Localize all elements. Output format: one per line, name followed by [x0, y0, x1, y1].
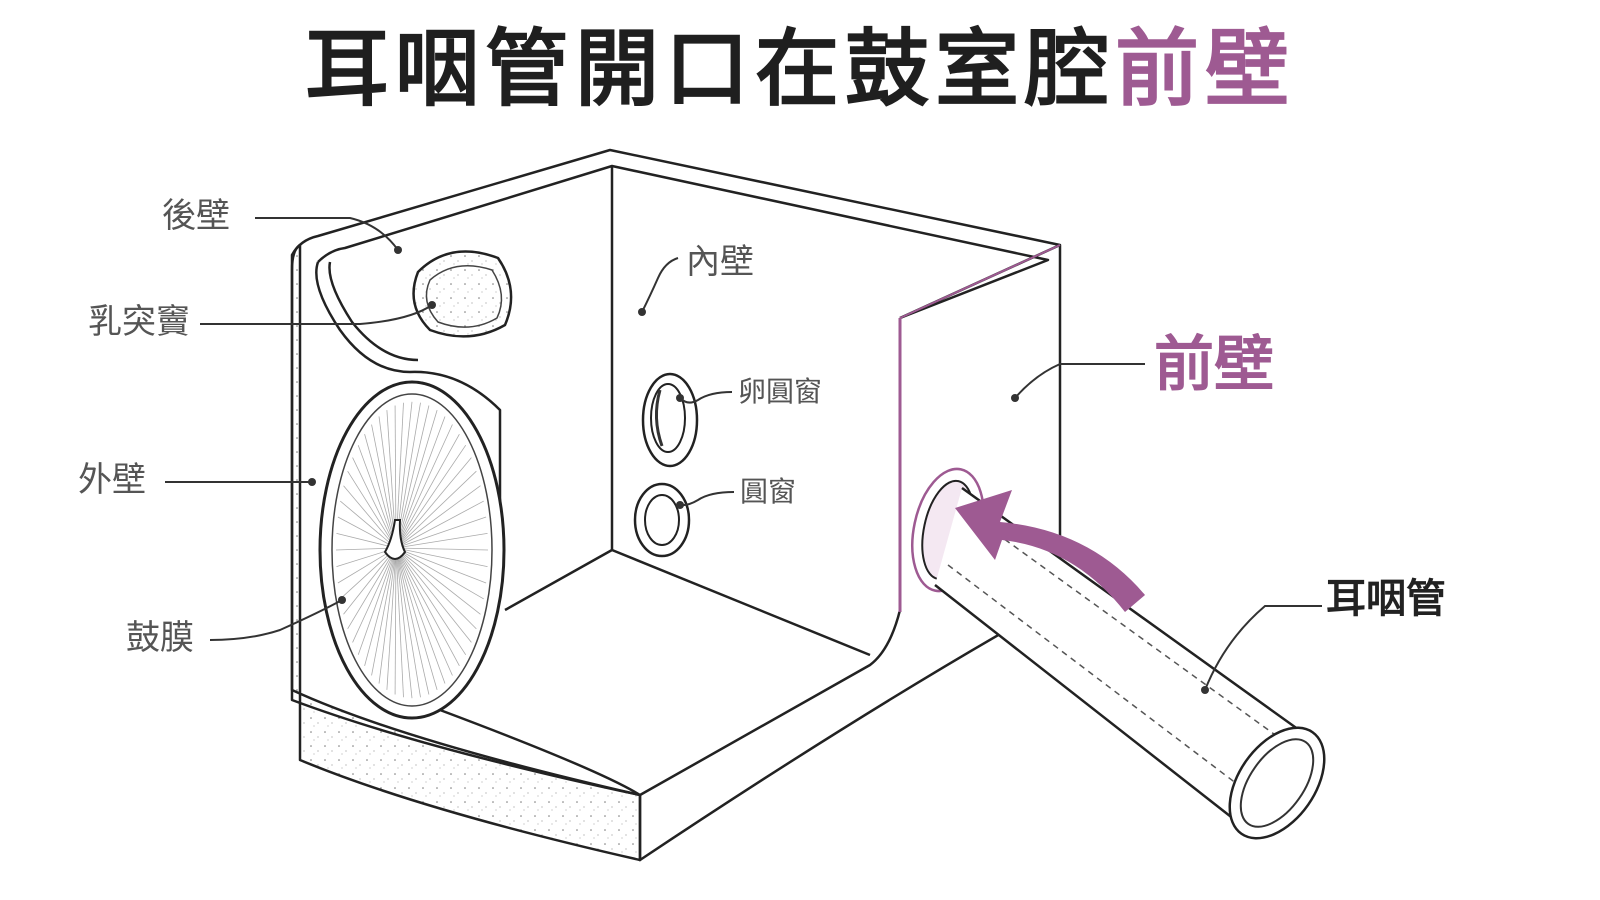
label-round-window: 圓窗 [740, 475, 797, 508]
membrane-fibre [394, 547, 397, 695]
membrane-fibre [343, 547, 397, 615]
membrane-fibre [395, 547, 430, 695]
flow-arrow [955, 490, 1145, 612]
membrane-fibre [395, 547, 472, 643]
inner-rim [317, 164, 1050, 320]
lateral-inner-contour-2 [328, 261, 419, 362]
membrane-fibre [371, 424, 397, 549]
membrane-fibre [347, 547, 397, 630]
leader-anterior-wall [1011, 363, 1145, 402]
membrane-fibre [395, 547, 421, 698]
membrane-fibre [347, 470, 397, 549]
membrane-fibre [395, 416, 446, 549]
membrane-fibre [378, 547, 397, 684]
membrane-fibre [339, 547, 397, 600]
membrane-fibre [395, 444, 467, 549]
membrane-fibre [395, 457, 472, 549]
membrane-fibre [395, 547, 413, 699]
membrane-fibre [336, 533, 397, 549]
leader-round-window [676, 491, 735, 509]
membrane-fibre [395, 547, 481, 615]
oval-window [641, 372, 699, 468]
membrane-fibre [395, 485, 481, 549]
membrane-fibre [395, 547, 460, 667]
lateral-inner-contour [315, 261, 641, 797]
membrane-fibre [395, 547, 438, 690]
membrane-fibre [395, 405, 430, 549]
label-mastoid-antrum: 乳突竇 [88, 302, 190, 342]
eustachian-tube [934, 486, 1326, 840]
membrane-fibre [395, 533, 488, 549]
label-oval-window: 卵圓窗 [738, 375, 823, 408]
leader-lines [165, 217, 1322, 694]
tympanic-membrane [318, 380, 506, 720]
membrane-fibre [352, 457, 397, 549]
membrane-fibre [395, 547, 404, 698]
membrane-fibre [395, 547, 467, 656]
title-accent: 前壁 [1115, 20, 1296, 118]
membrane-fibre [357, 445, 397, 549]
label-eustachian-tube: 耳咽管 [1326, 576, 1446, 622]
membrane-fibre [395, 470, 477, 549]
mastoid-antrum-opening [412, 250, 513, 338]
leader-eustachian-tube [1201, 605, 1322, 694]
membrane-fibre [395, 547, 488, 567]
membrane-fibre [357, 547, 397, 655]
leader-mastoid-antrum [200, 301, 436, 325]
membrane-fibre [395, 410, 438, 549]
membrane-fibre [395, 547, 477, 630]
membrane-fibre [340, 500, 397, 549]
label-tympanic-membrane: 鼓膜 [126, 618, 194, 658]
label-posterior-wall: 後壁 [162, 196, 230, 236]
label-anterior-wall: 前壁 [1154, 330, 1274, 400]
membrane-fibre [395, 433, 460, 549]
box-outline [290, 148, 1062, 862]
membrane-fibre [371, 547, 397, 676]
floor-right-edge [611, 548, 871, 657]
membrane-fibre [364, 434, 397, 549]
membrane-fibre [395, 500, 484, 549]
leader-medial-wall [638, 257, 679, 316]
floor-left-edge [504, 548, 613, 612]
membrane-fibre [395, 547, 489, 551]
membrane-fibre [395, 547, 487, 584]
label-medial-wall: 內壁 [686, 242, 754, 282]
membrane-fibre [364, 547, 397, 666]
leader-oval-window [676, 391, 733, 404]
membrane-fibre [386, 547, 397, 690]
title-main: 耳咽管開口在鼓室腔 [304, 20, 1115, 118]
membrane-fibre [395, 547, 484, 600]
membrane-fibre [395, 516, 487, 549]
membrane-fibre [395, 547, 453, 676]
membrane-fibre [352, 547, 397, 643]
leader-posterior-wall [255, 217, 402, 254]
membrane-fibre [343, 485, 397, 549]
membrane-fibre [395, 547, 446, 684]
anterior-wall-accent-top [899, 244, 1061, 319]
round-window [633, 482, 691, 558]
diagram-title: 耳咽管開口在鼓室腔前壁 [0, 14, 1600, 124]
leader-tympanic-membrane [209, 596, 346, 641]
membrane-fibre [337, 516, 397, 549]
label-lateral-wall: 外壁 [78, 460, 146, 500]
membrane-fibre [395, 424, 453, 549]
